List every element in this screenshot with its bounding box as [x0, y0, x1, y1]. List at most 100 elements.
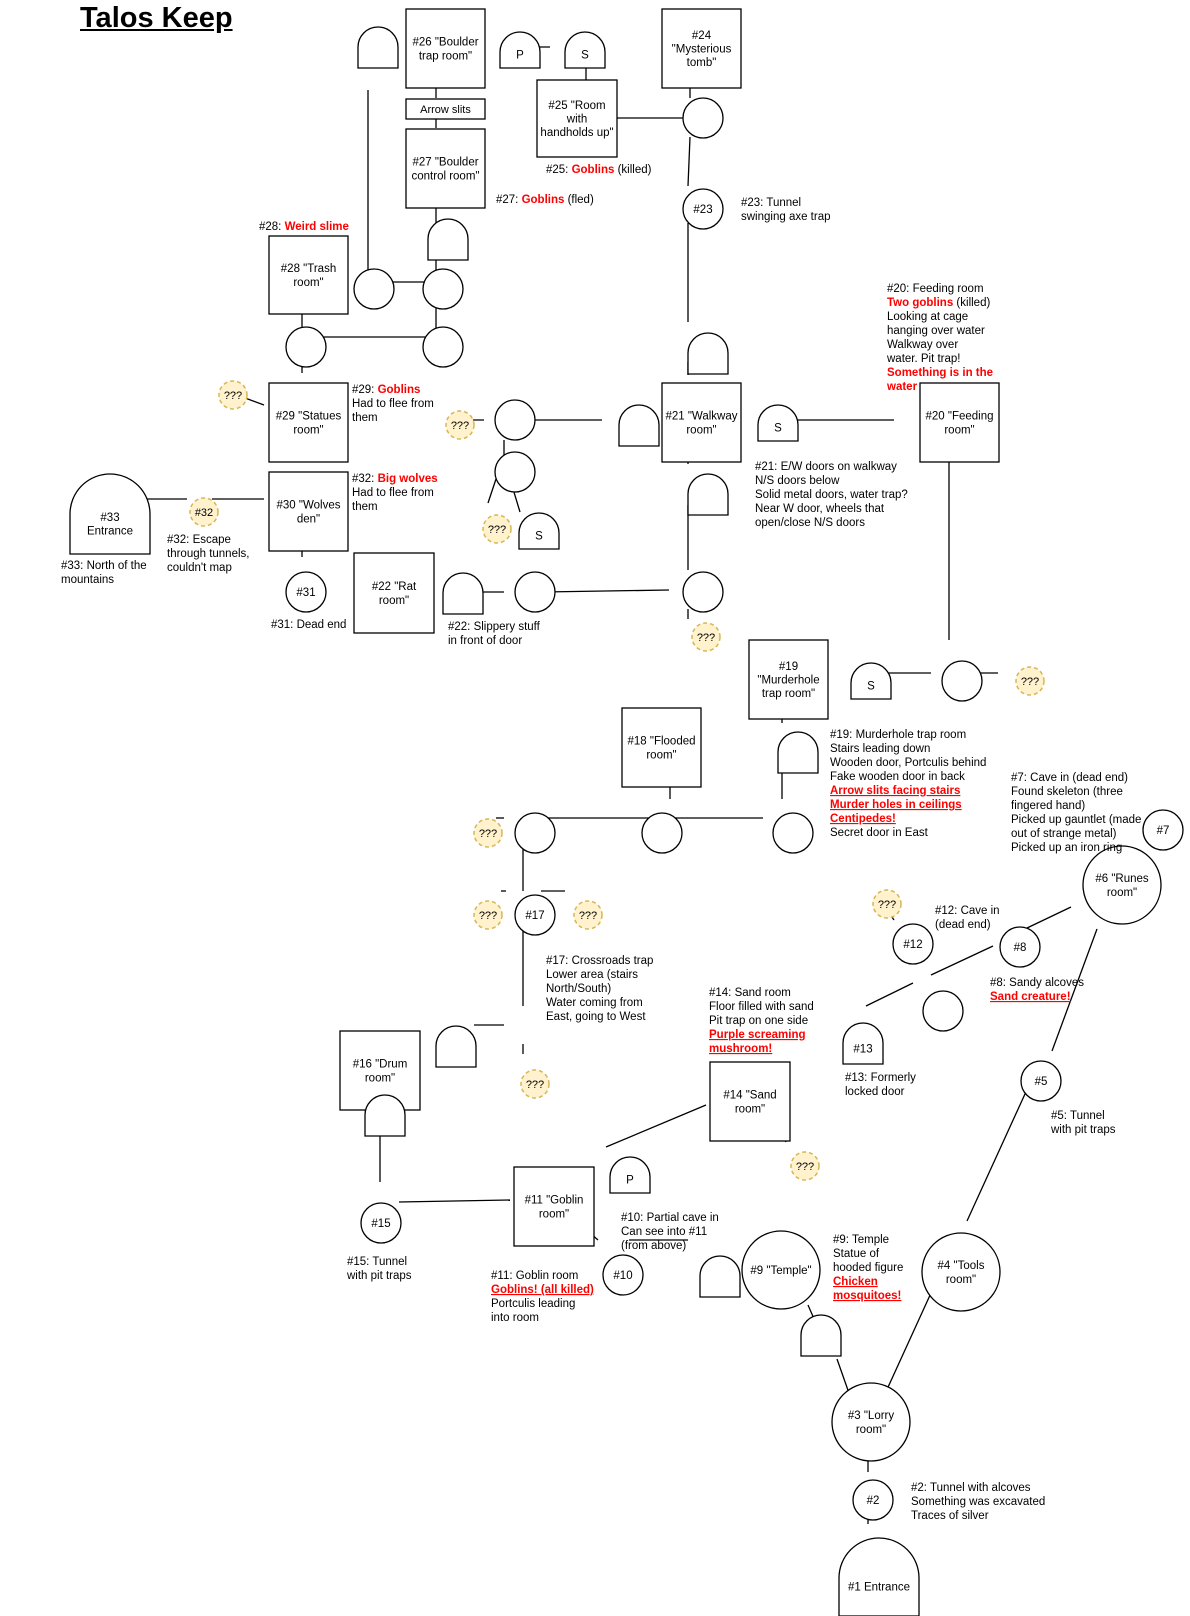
door — [427, 218, 469, 261]
unknown-marker — [1015, 666, 1045, 696]
unknown-label: ??? — [479, 828, 497, 840]
note-note27: #27: Goblins (fled) — [496, 194, 594, 206]
door — [435, 1025, 477, 1068]
junction-circle — [772, 812, 814, 854]
note-note12: #12: Cave in(dead end) — [935, 905, 1000, 931]
door — [687, 473, 729, 516]
portcullis-door-label: P — [626, 1174, 634, 1186]
unknown-label: ??? — [697, 632, 715, 644]
round-room-r4 — [921, 1232, 1001, 1312]
node-n5 — [1020, 1060, 1062, 1102]
node-n7 — [1142, 809, 1184, 851]
door — [357, 26, 399, 69]
junction-circle — [285, 326, 327, 368]
unknown-marker — [872, 889, 902, 919]
node-label-n7: #7 — [1157, 825, 1170, 837]
unknown-label: ??? — [878, 899, 896, 911]
unknown-marker — [520, 1069, 550, 1099]
unknown-marker — [445, 410, 475, 440]
node-n8 — [999, 926, 1041, 968]
room-r25 — [536, 79, 618, 158]
junction-circle — [494, 399, 536, 441]
node-label-n2: #2 — [867, 1495, 880, 1507]
room-r19 — [748, 639, 829, 720]
unknown-label: ??? — [224, 390, 242, 402]
node-n10 — [602, 1254, 644, 1296]
junction-circle — [682, 97, 724, 139]
junction-circle — [353, 268, 395, 310]
junction-circle — [641, 812, 683, 854]
room-r21 — [661, 382, 742, 463]
unknown-label: ??? — [579, 910, 597, 922]
room-r18 — [621, 707, 702, 788]
door — [364, 1094, 406, 1137]
door — [687, 332, 729, 375]
node-label-n23: #23 — [693, 204, 712, 216]
unknown-label: ??? — [479, 910, 497, 922]
unknown-label: ??? — [451, 420, 469, 432]
node-label-n31: #31 — [296, 587, 315, 599]
room-r24 — [661, 8, 742, 89]
room-r22 — [353, 552, 435, 634]
unknown-label: ??? — [796, 1161, 814, 1173]
note-note7: #7: Cave in (dead end)Found skeleton (th… — [1011, 772, 1141, 854]
secret-door-label: S — [581, 49, 589, 61]
secret-door-label: S — [867, 680, 875, 692]
room-arrow_slits — [405, 98, 486, 120]
note-note25: #25: Goblins (killed) — [546, 164, 652, 176]
node-label-n10: #10 — [613, 1270, 632, 1282]
entrance-1 — [838, 1537, 920, 1616]
junction-circle — [494, 451, 536, 493]
room-label-arrow_slits: Arrow slits — [420, 104, 471, 116]
door-13 — [842, 1022, 884, 1065]
secret-door — [564, 31, 606, 69]
junction-circle — [941, 660, 983, 702]
junction-circle — [422, 268, 464, 310]
room-r26 — [405, 8, 486, 89]
node-label-n32: #32 — [195, 507, 213, 519]
entrance-1-label: #1 Entrance — [848, 1581, 910, 1593]
map-title: Talos Keep — [80, 2, 233, 34]
unknown-label: ??? — [488, 524, 506, 536]
round-room-label-r9: #9 "Temple" — [750, 1265, 811, 1277]
node-n23 — [682, 188, 724, 230]
secret-door — [757, 404, 799, 442]
unknown-marker — [691, 622, 721, 652]
node-n15 — [360, 1202, 402, 1244]
node-label-n5: #5 — [1035, 1076, 1048, 1088]
node-n2 — [852, 1479, 894, 1521]
door — [800, 1314, 842, 1357]
round-room-r3 — [831, 1382, 911, 1462]
secret-door — [518, 512, 560, 550]
junction-circle — [514, 812, 556, 854]
round-room-r9 — [741, 1230, 821, 1310]
node-label-n12: #12 — [903, 939, 922, 951]
unknown-marker — [218, 380, 248, 410]
junction-circle — [514, 571, 556, 613]
